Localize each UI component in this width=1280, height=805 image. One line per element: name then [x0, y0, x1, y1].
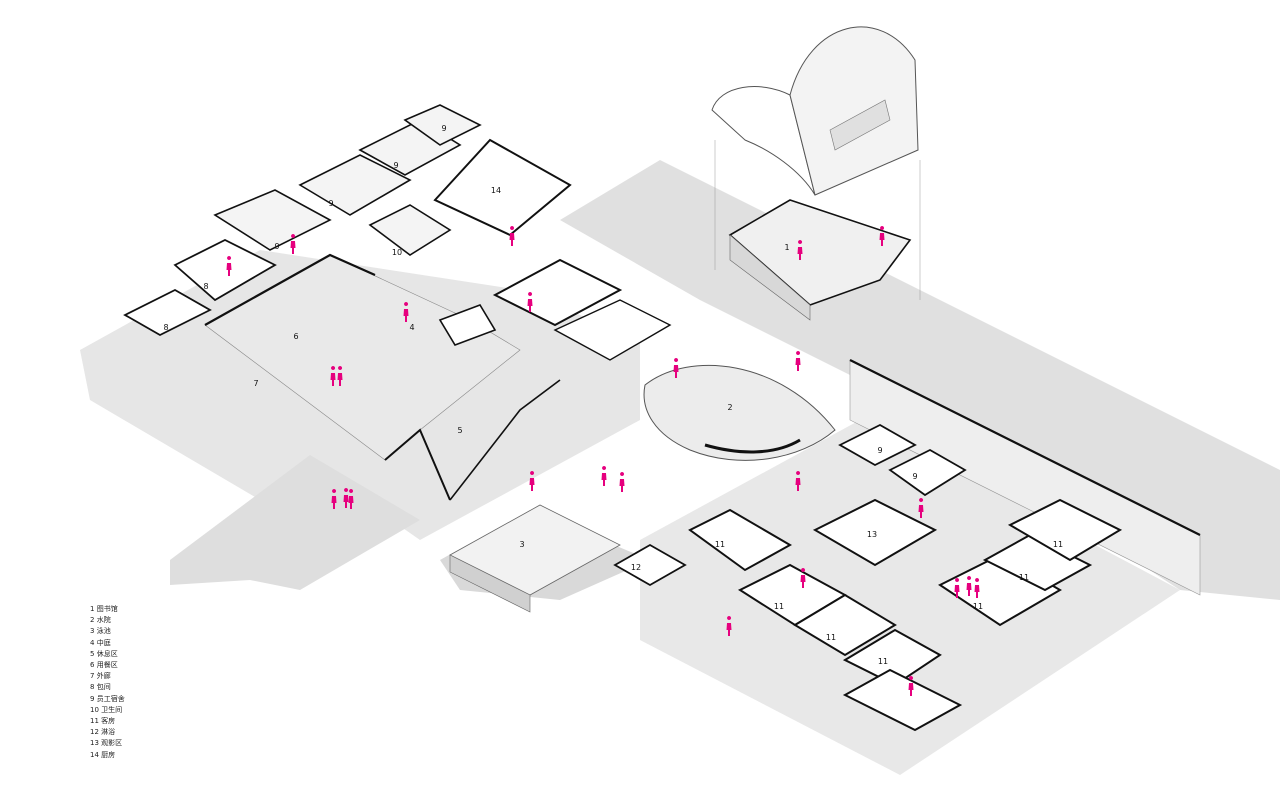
person-figure-icon — [918, 498, 924, 518]
legend-item: 13 观影区 — [90, 739, 123, 748]
label-veranda: 7 — [253, 379, 258, 388]
room-labels: 1 2 3 4 5 6 7 8 8 9 9 9 9 9 9 10 11 11 1… — [163, 124, 1063, 666]
label-shower: 12 — [631, 563, 641, 572]
label-restroom: 10 — [392, 248, 402, 257]
dining-hall — [204, 253, 561, 501]
person-figure-icon — [619, 472, 625, 492]
person-figure-icon — [527, 292, 533, 312]
legend-item: 12 淋浴 — [90, 728, 116, 737]
legend-item: 14 厨房 — [90, 750, 116, 759]
person-figure-icon — [343, 488, 349, 508]
person-figure-icon — [348, 489, 354, 509]
legend-item: 1 图书馆 — [90, 605, 118, 613]
label-guest-f: 11 — [1019, 573, 1029, 582]
person-figure-icon — [509, 226, 515, 246]
person-figure-icon — [673, 358, 679, 378]
site-ground — [80, 160, 1280, 775]
label-guest-d: 11 — [878, 657, 888, 666]
legend-item: 7 外廊 — [90, 672, 111, 681]
person-figure-icon — [966, 576, 972, 596]
person-figure-icon — [797, 240, 803, 260]
label-guest-a: 11 — [715, 540, 725, 549]
label-private-room-b: 8 — [203, 282, 208, 291]
south-rooms — [613, 543, 963, 732]
east-rooms — [812, 423, 967, 567]
legend-item: 2 水院 — [90, 616, 111, 625]
person-figure-icon — [974, 578, 980, 598]
staff-dorms — [213, 104, 482, 256]
person-figure-icon — [879, 226, 885, 246]
person-figure-icon — [330, 366, 336, 386]
label-staff-dorm-f: 9 — [912, 472, 917, 481]
label-atrium: 4 — [409, 323, 414, 332]
legend: 1 图书馆 2 水院 3 泳池 4 中庭 5 休息区 6 用餐区 7 外廊 8 … — [90, 604, 125, 761]
label-water-court: 2 — [727, 403, 732, 412]
person-figure-icon — [954, 578, 960, 598]
legend-item: 9 员工宿舍 — [90, 694, 125, 703]
central-rooms — [438, 258, 672, 361]
barrel-vault-roof — [711, 26, 919, 196]
label-staff-dorm-a: 9 — [274, 242, 279, 251]
person-figure-icon — [403, 302, 409, 322]
label-guest-c: 11 — [826, 633, 836, 642]
legend-item: 8 包间 — [90, 683, 111, 692]
legend-item: 6 用餐区 — [90, 661, 118, 670]
label-dining: 6 — [293, 332, 298, 341]
east-wall — [849, 359, 1201, 596]
person-figure-icon — [908, 676, 914, 696]
label-guest-g: 11 — [1053, 540, 1063, 549]
people-figures — [226, 226, 980, 696]
pool — [449, 504, 621, 613]
legend-item: 10 卫生间 — [90, 705, 123, 714]
person-figure-icon — [529, 471, 535, 491]
label-private-room-a: 8 — [163, 323, 168, 332]
person-figure-icon — [795, 471, 801, 491]
person-figure-icon — [795, 351, 801, 371]
label-cinema: 13 — [867, 530, 877, 539]
person-figure-icon — [601, 466, 607, 486]
label-kitchen: 14 — [491, 186, 501, 195]
person-figure-icon — [331, 489, 337, 509]
water-court — [643, 364, 836, 461]
legend-item: 4 中庭 — [90, 638, 111, 647]
label-lounge: 5 — [457, 426, 462, 435]
label-staff-dorm-b: 9 — [328, 199, 333, 208]
guest-rooms — [688, 498, 1123, 687]
legend-item: 3 泳池 — [90, 627, 111, 636]
private-rooms — [123, 238, 277, 337]
label-staff-dorm-c: 9 — [393, 161, 398, 170]
person-figure-icon — [800, 568, 806, 588]
person-figure-icon — [290, 234, 296, 254]
person-figure-icon — [226, 256, 232, 276]
library — [714, 140, 921, 321]
person-figure-icon — [726, 616, 732, 636]
label-guest-b: 11 — [774, 602, 784, 611]
label-library: 1 — [784, 243, 789, 252]
kitchen — [433, 138, 572, 237]
person-figure-icon — [337, 366, 343, 386]
label-guest-e: 11 — [973, 602, 983, 611]
label-pool: 3 — [519, 540, 524, 549]
label-staff-dorm-e: 9 — [877, 446, 882, 455]
legend-item: 11 客房 — [90, 717, 116, 726]
legend-item: 5 休息区 — [90, 649, 118, 658]
label-staff-dorm-d: 9 — [441, 124, 446, 133]
